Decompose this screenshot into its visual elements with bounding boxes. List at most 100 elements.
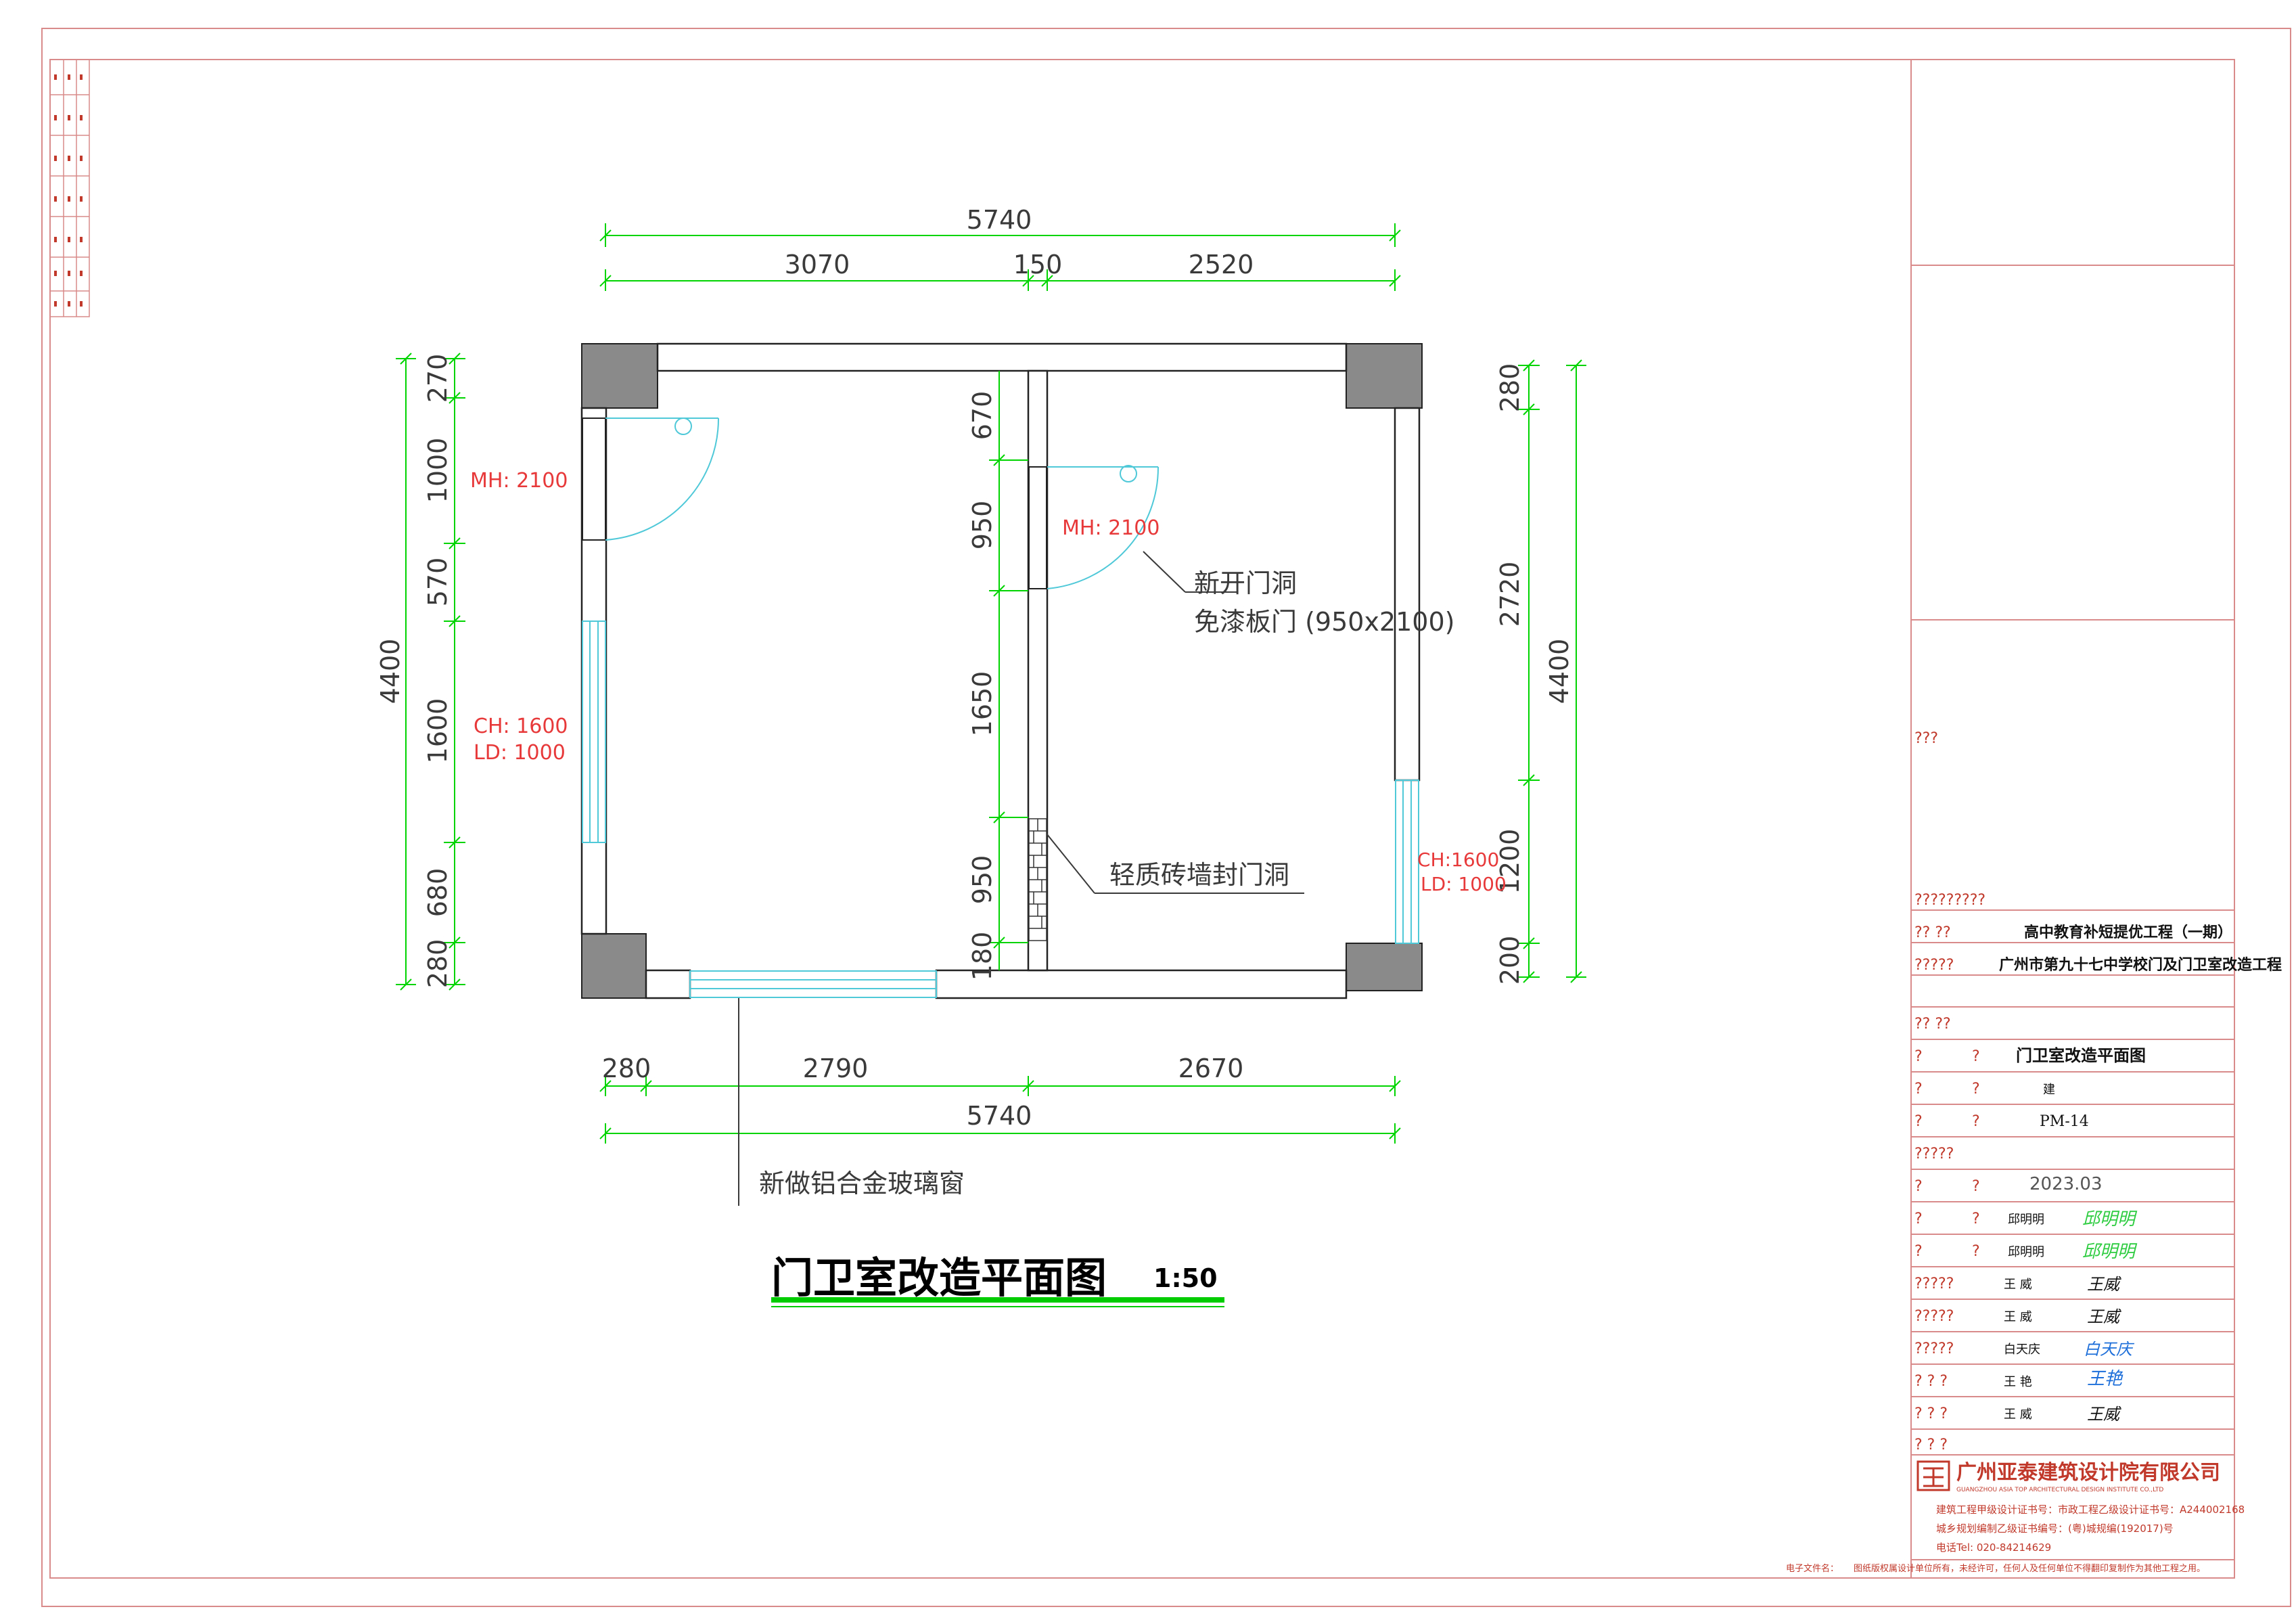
dim-mid-seg-1: 670 bbox=[967, 391, 997, 441]
tb-subproject-value: 广州市第九十七中学校门及门卫室改造工程 bbox=[1999, 956, 2282, 974]
tb-person-4-signature: 王威 bbox=[2087, 1307, 2121, 1326]
tag-right-window-ch: CH:1600 bbox=[1417, 849, 1499, 871]
tb-drawing-number: PM-14 bbox=[2040, 1113, 2089, 1130]
revision-strip bbox=[49, 59, 90, 317]
revision-strip-marks bbox=[54, 74, 83, 307]
dim-top-seg-2: 150 bbox=[1013, 250, 1063, 279]
tb-placeholder-5: ? ? ? bbox=[1914, 1437, 1948, 1453]
tb-person-2-label: ? bbox=[1914, 1243, 1923, 1260]
title-underline bbox=[771, 1297, 1224, 1303]
tb-person-5-name: 白天庆 bbox=[2004, 1343, 2040, 1357]
tb-type-label: ? bbox=[1914, 1081, 1923, 1098]
dim-top-seg-3: 2520 bbox=[1189, 250, 1254, 279]
tb-person-6-signature: 王艳 bbox=[2087, 1369, 2123, 1389]
note-brick-infill: 轻质砖墙封门洞 bbox=[1109, 860, 1289, 890]
tb-type-label-2: ? bbox=[1972, 1081, 1980, 1098]
dim-top-seg-1: 3070 bbox=[785, 250, 850, 279]
tag-mid-door-height: MH: 2100 bbox=[1062, 516, 1160, 540]
tb-person-5-signature: 白天庆 bbox=[2084, 1340, 2135, 1359]
dim-mid-seg-4: 950 bbox=[967, 855, 997, 905]
dim-mid-seg-5: 180 bbox=[967, 932, 997, 981]
leader-lines bbox=[738, 551, 1304, 1206]
tb-person-7-signature: 王威 bbox=[2087, 1405, 2121, 1424]
tb-person-3-name: 王 威 bbox=[2004, 1278, 2032, 1292]
tb-placeholder-4: ????? bbox=[1914, 1146, 1954, 1163]
floor-plan: 5740 3070 150 2520 280 2790 2670 5740 44… bbox=[375, 205, 1586, 1206]
drawing-frame bbox=[41, 28, 2291, 1607]
tb-person-1-label: ? bbox=[1914, 1211, 1923, 1227]
tb-project-value: 高中教育补短提优工程（一期） bbox=[2024, 924, 2232, 941]
tb-person-2-name: 邱明明 bbox=[2008, 1245, 2044, 1259]
structural-columns bbox=[581, 343, 1423, 999]
dim-left-seg-4: 1600 bbox=[423, 698, 453, 764]
footer-copyright: 图纸版权属设计单位所有，未经许可，任何人及任何单位不得翻印复制作为其他工程之用。 bbox=[1854, 1563, 2205, 1574]
wall-openings bbox=[582, 418, 1047, 589]
tb-telephone: 电话Tel: 020-84214629 bbox=[1936, 1541, 2051, 1554]
tag-right-window-ld: LD: 1000 bbox=[1421, 873, 1507, 895]
tb-placeholder-3: ?? ?? bbox=[1914, 1016, 1951, 1033]
dim-bottom-seg-3: 2670 bbox=[1178, 1054, 1244, 1083]
tb-project-label: ?? ?? bbox=[1914, 924, 1951, 941]
tb-num-label: ? bbox=[1914, 1113, 1923, 1130]
dim-right-seg-4: 200 bbox=[1495, 936, 1525, 985]
tb-person-3-signature: 王威 bbox=[2087, 1275, 2121, 1294]
dim-left-seg-3: 570 bbox=[423, 558, 453, 607]
door-swings bbox=[605, 418, 1160, 589]
windows bbox=[582, 621, 1419, 998]
tb-name-label: ? bbox=[1914, 1048, 1923, 1065]
dim-bottom-seg-1: 280 bbox=[602, 1054, 651, 1083]
tb-personnel: ? ? 邱明明 邱明明 ? ? 邱明明 邱明明 ????? 王 威 王威 ???… bbox=[1914, 1209, 2138, 1424]
tb-placeholder-2: ????????? bbox=[1914, 892, 1985, 909]
tb-date-label-2: ? bbox=[1972, 1178, 1980, 1195]
tb-person-1-name: 邱明明 bbox=[2008, 1213, 2044, 1227]
tb-person-2-label-2: ? bbox=[1972, 1243, 1980, 1260]
tb-placeholder-1: ??? bbox=[1914, 730, 1938, 747]
dim-right-overall: 4400 bbox=[1544, 639, 1574, 704]
tb-person-1-label-2: ? bbox=[1972, 1211, 1980, 1227]
tag-left-window-ch: CH: 1600 bbox=[474, 715, 568, 738]
dim-right-seg-1: 280 bbox=[1495, 363, 1525, 413]
tag-left-door-height: MH: 2100 bbox=[470, 469, 568, 493]
tb-drawing-type: 建 bbox=[2043, 1083, 2055, 1097]
tb-subproject-label: ????? bbox=[1914, 957, 1954, 974]
tb-person-4-label: ????? bbox=[1914, 1308, 1954, 1325]
dim-top-overall: 5740 bbox=[967, 205, 1032, 235]
tb-company-name: 广州亚泰建筑设计院有限公司 bbox=[1956, 1461, 2220, 1485]
note-new-door-opening: 新开门洞 bbox=[1194, 568, 1297, 598]
tb-company-name-en: GUANGZHOU ASIA TOP ARCHITECTURAL DESIGN … bbox=[1956, 1487, 2163, 1493]
tb-person-7-name: 王 威 bbox=[2004, 1407, 2032, 1422]
tb-person-3-label: ????? bbox=[1914, 1276, 1954, 1292]
tb-date-label: ? bbox=[1914, 1178, 1923, 1195]
tb-person-2-signature: 邱明明 bbox=[2082, 1242, 2138, 1262]
tb-name-label-2: ? bbox=[1972, 1048, 1980, 1065]
dim-right-seg-3: 1200 bbox=[1495, 829, 1525, 895]
tb-person-1-signature: 邱明明 bbox=[2082, 1209, 2138, 1230]
title-block: ??? ????????? ?? ?? 高中教育补短提优工程（一期） ?????… bbox=[1910, 60, 2282, 1578]
dim-left-seg-5: 680 bbox=[423, 868, 453, 918]
tb-cert-line-1: 建筑工程甲级设计证书号：市政工程乙级设计证书号：A244002168 bbox=[1936, 1504, 2245, 1516]
note-new-door-spec: 免漆板门 (950x2100) bbox=[1194, 607, 1454, 637]
tb-person-4-name: 王 威 bbox=[2004, 1310, 2032, 1324]
dim-bottom-seg-2: 2790 bbox=[803, 1054, 869, 1083]
dim-left-seg-2: 1000 bbox=[423, 438, 453, 503]
tb-person-7-label: ? ? ? bbox=[1914, 1405, 1948, 1422]
dim-bottom-overall: 5740 bbox=[967, 1101, 1032, 1131]
tb-person-6-label: ? ? ? bbox=[1914, 1373, 1948, 1390]
drawing-title: 门卫室改造平面图 bbox=[771, 1253, 1107, 1303]
dimension-lines bbox=[396, 223, 1586, 1144]
dim-mid-seg-2: 950 bbox=[967, 501, 997, 550]
tb-person-6-name: 王 艳 bbox=[2004, 1375, 2032, 1389]
tag-left-window-ld: LD: 1000 bbox=[474, 741, 566, 765]
tb-cert-line-2: 城乡规划编制乙级证书编号：(粤)城规编(192017)号 bbox=[1936, 1522, 2174, 1535]
brick-infill bbox=[1028, 818, 1047, 941]
tb-date: 2023.03 bbox=[2029, 1174, 2103, 1194]
tb-drawing-name: 门卫室改造平面图 bbox=[2016, 1046, 2146, 1065]
dim-left-seg-1: 270 bbox=[423, 354, 453, 403]
dim-left-seg-6: 280 bbox=[423, 939, 453, 989]
company-logo bbox=[1916, 1460, 1950, 1491]
drawing-scale: 1:50 bbox=[1153, 1263, 1218, 1293]
tb-num-label-2: ? bbox=[1972, 1113, 1980, 1130]
dim-left-overall: 4400 bbox=[375, 639, 405, 704]
tb-person-5-label: ????? bbox=[1914, 1340, 1954, 1357]
